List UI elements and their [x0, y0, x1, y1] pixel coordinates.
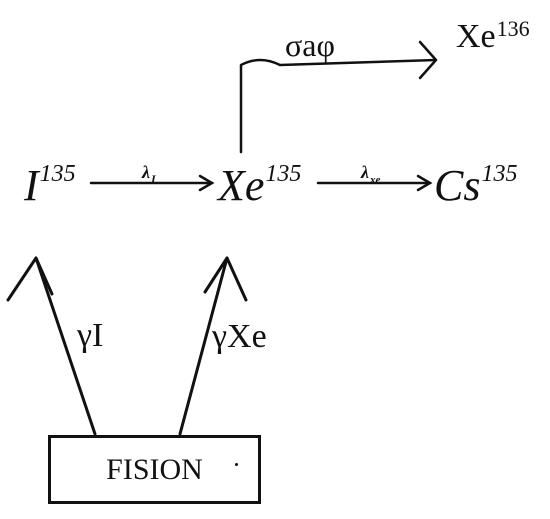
- iodine-symbol: I: [24, 161, 39, 210]
- arrow-fission-to-iodine: [6, 256, 97, 436]
- lambda-iodine-symbol: λ: [142, 162, 150, 182]
- fission-label: FISION: [106, 452, 203, 486]
- iodine-mass: 135: [39, 161, 76, 187]
- lambda-iodine-label: λI: [142, 163, 156, 185]
- iodine-yield-label: γI: [77, 317, 104, 354]
- xenon-136-mass: 136: [496, 16, 530, 41]
- absorption-label: σaφ: [285, 27, 335, 63]
- iodine-135-node: I135: [24, 161, 76, 210]
- xenon-135-mass: 135: [265, 161, 302, 187]
- lambda-iodine-subscript: I: [151, 171, 156, 186]
- lambda-xenon-symbol: λ: [361, 162, 369, 182]
- arrow-xenon-to-cesium: [316, 174, 433, 192]
- xenon-yield-label: γXe: [212, 318, 267, 355]
- arrow-fission-to-xenon: [178, 256, 248, 436]
- xenon-136-symbol: Xe: [456, 18, 496, 55]
- xenon-135-symbol: Xe: [218, 161, 265, 210]
- cesium-135-node: Cs135: [434, 161, 518, 210]
- cesium-symbol: Cs: [434, 161, 481, 210]
- arrow-xenon-to-xenon136: [239, 40, 438, 154]
- xenon-136-node: Xe136: [456, 18, 530, 55]
- scan-dot: [235, 463, 238, 466]
- fission-box: FISION: [48, 435, 261, 504]
- xenon-135-node: Xe135: [218, 161, 302, 210]
- cesium-mass: 135: [481, 161, 518, 187]
- lambda-xenon-subscript: xe: [370, 173, 381, 186]
- lambda-xenon-label: λxe: [361, 163, 380, 186]
- arrow-iodine-to-xenon: [89, 174, 215, 192]
